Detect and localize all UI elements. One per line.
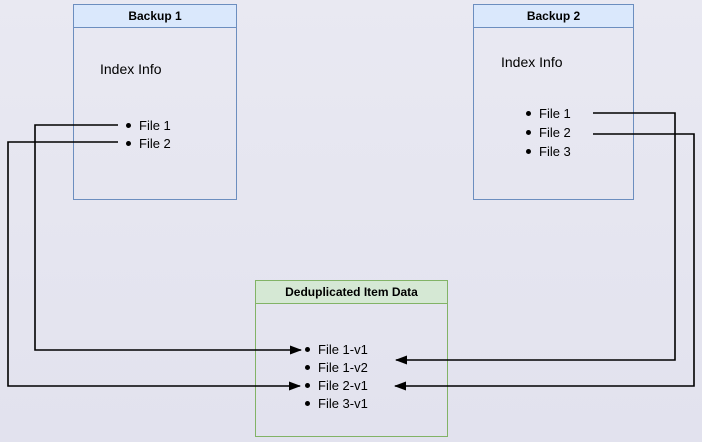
- list-item-label: File 1-v2: [318, 359, 368, 375]
- list-item-label: File 2: [139, 135, 171, 151]
- backup2-node: Backup 2: [473, 4, 634, 200]
- bullet-icon: [305, 364, 310, 370]
- backup2-title: Backup 2: [526, 9, 581, 23]
- backup2-header: Backup 2: [474, 5, 633, 28]
- bullet-icon: [126, 140, 131, 146]
- bullet-icon: [526, 111, 531, 116]
- backup1-file-list: File 1 File 2: [126, 116, 171, 152]
- bullet-icon: [305, 382, 310, 388]
- list-item-label: File 3-v1: [318, 395, 368, 411]
- backup2-index-info-label: Index Info: [501, 54, 563, 70]
- list-item-label: File 3: [539, 144, 571, 159]
- backup1-title: Backup 1: [128, 9, 182, 23]
- backup1-header: Backup 1: [74, 5, 236, 28]
- backup1-node: Backup 1: [73, 4, 237, 200]
- list-item: File 2-v1: [305, 376, 368, 394]
- bullet-icon: [526, 130, 531, 135]
- list-item: File 1: [526, 104, 571, 123]
- list-item-label: File 1-v1: [318, 341, 368, 357]
- dedup-title: Deduplicated Item Data: [285, 285, 418, 299]
- dedup-header: Deduplicated Item Data: [256, 281, 447, 304]
- backup1-index-info-label: Index Info: [100, 61, 162, 77]
- bullet-icon: [305, 346, 310, 352]
- list-item-label: File 1: [139, 117, 171, 133]
- list-item-label: File 2-v1: [318, 377, 368, 393]
- bullet-icon: [126, 122, 131, 128]
- bullet-icon: [305, 400, 310, 406]
- list-item: File 1: [126, 116, 171, 134]
- backup2-file-list: File 1 File 2 File 3: [526, 104, 571, 161]
- list-item-label: File 2: [539, 125, 571, 140]
- list-item: File 1-v2: [305, 358, 368, 376]
- list-item: File 3-v1: [305, 394, 368, 412]
- list-item-label: File 1: [539, 106, 571, 121]
- list-item: File 3: [526, 142, 571, 161]
- bullet-icon: [526, 149, 531, 154]
- list-item: File 2: [526, 123, 571, 142]
- list-item: File 1-v1: [305, 340, 368, 358]
- list-item: File 2: [126, 134, 171, 152]
